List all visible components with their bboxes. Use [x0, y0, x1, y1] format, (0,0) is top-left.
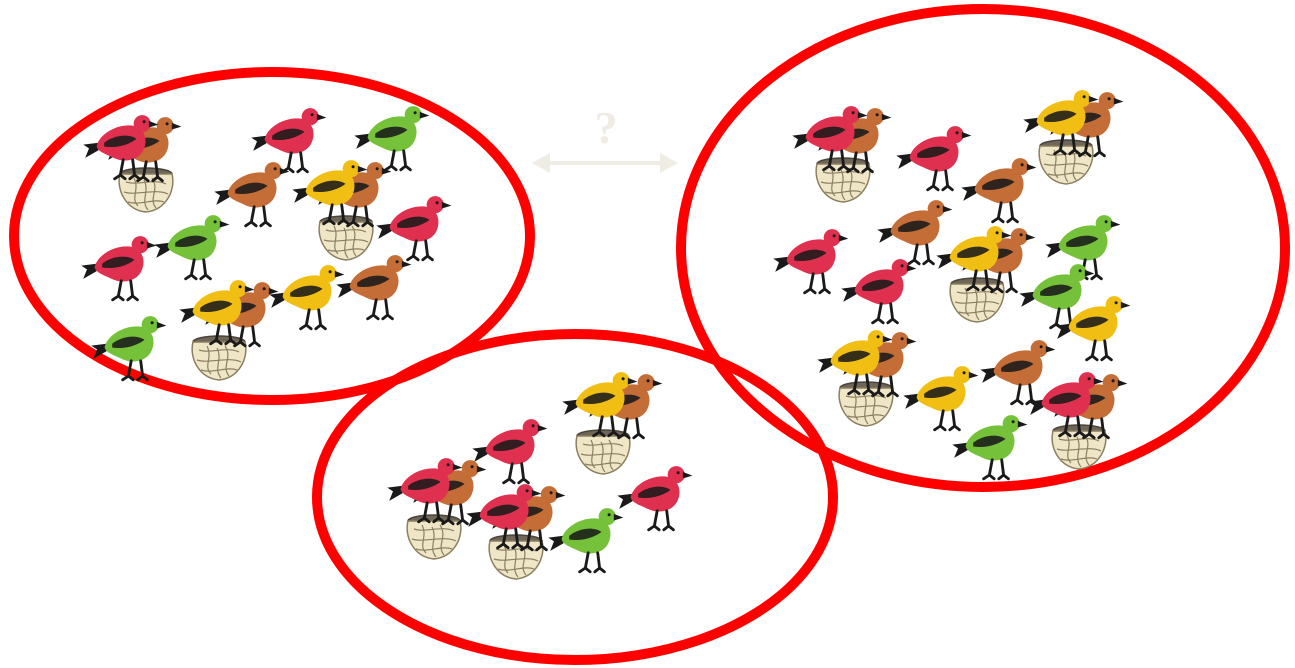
yellow-bird-icon	[903, 366, 978, 430]
brown-bird-icon	[336, 255, 411, 319]
left-group	[81, 106, 451, 380]
bottom-group	[387, 372, 692, 579]
question-mark: ?	[595, 102, 618, 153]
red-bird-icon	[81, 236, 156, 300]
red-bird-icon	[617, 466, 692, 530]
red-bird-icon	[841, 259, 916, 323]
red-bird-icon	[251, 108, 326, 172]
nest-icon	[1039, 140, 1093, 184]
green-bird-icon	[154, 215, 229, 279]
brown-bird-icon	[877, 200, 952, 264]
green-bird-icon	[952, 415, 1027, 479]
brown-bird-icon	[980, 340, 1055, 404]
red-bird-icon	[472, 419, 547, 483]
connector-arrow	[532, 153, 678, 173]
right-group	[773, 90, 1130, 479]
nest-icon	[839, 382, 893, 426]
yellow-bird-icon	[269, 265, 344, 329]
red-bird-icon	[896, 126, 971, 190]
green-bird-icon	[548, 508, 623, 572]
nest-icon	[119, 168, 173, 212]
green-bird-icon	[354, 106, 429, 170]
red-bird-icon	[773, 229, 848, 293]
brown-bird-icon	[961, 158, 1036, 222]
nest-icon	[950, 278, 1004, 322]
brown-bird-icon	[214, 162, 289, 226]
red-bird-icon	[376, 196, 451, 260]
green-bird-icon	[91, 316, 166, 380]
